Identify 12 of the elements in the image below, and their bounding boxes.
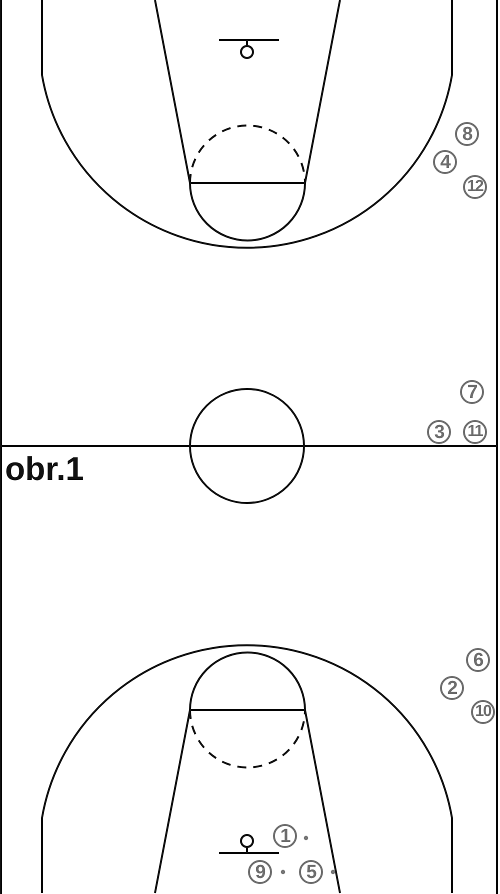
player-number-circle: 5 bbox=[299, 860, 323, 884]
player-number-circle: 7 bbox=[460, 380, 484, 404]
player-number-circle: 2 bbox=[440, 676, 464, 700]
player-number-circle: 4 bbox=[433, 150, 457, 174]
player-number-circle: 6 bbox=[466, 648, 490, 672]
player-number-circle: 11 bbox=[463, 420, 487, 444]
player-number-circle: 10 bbox=[471, 700, 495, 724]
player-number-circle: 9 bbox=[248, 860, 272, 884]
player-number-circle: 3 bbox=[427, 420, 451, 444]
player-number-circle: 12 bbox=[463, 175, 487, 199]
player-number-circle: 8 bbox=[455, 122, 479, 146]
player-number-circle: 1 bbox=[273, 824, 297, 848]
